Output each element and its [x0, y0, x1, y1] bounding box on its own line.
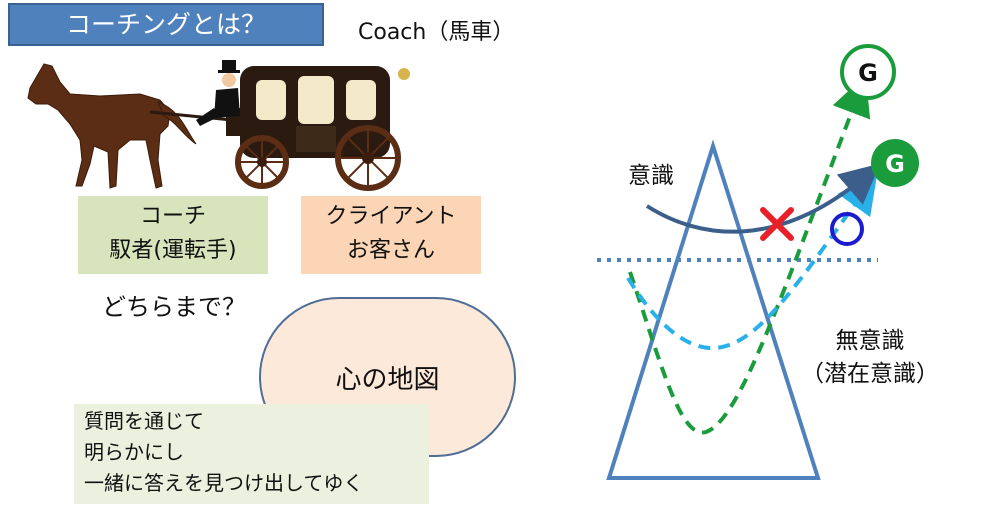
carriage-icon — [196, 60, 410, 191]
goal-circle-lower — [871, 139, 919, 187]
iceberg-triangle — [606, 139, 821, 480]
note-box: 質問を通じて 明らかにし 一緒に答えを見つけ出してゆく — [74, 404, 429, 504]
client-box-line1: クライアント — [325, 204, 457, 229]
client-box-line2: お客さん — [346, 238, 435, 263]
unconscious-line2: （潜在意識） — [801, 361, 939, 387]
goal-upper-label: G — [858, 59, 878, 87]
coach-label: Coach（馬車） — [358, 20, 515, 45]
note-line1: 質問を通じて — [84, 409, 204, 433]
goal-lower-label: G — [885, 150, 905, 178]
mind-map-label: 心の地図 — [335, 364, 440, 395]
note-line3: 一緒に答えを見つけ出してゆく — [84, 471, 364, 495]
blue-circle-mark — [830, 212, 864, 246]
page-title: コーチングとは？ — [8, 3, 324, 46]
coach-box-line2: 馭者(運転手) — [109, 238, 237, 263]
coach-box-line1: コーチ — [139, 204, 206, 229]
question-text: どちらまで？ — [102, 293, 246, 321]
note-line2: 明らかにし — [84, 440, 184, 464]
unconscious-label: 無意識 （潜在意識） — [790, 325, 950, 391]
conscious-label: 意識 — [628, 163, 674, 189]
blue-dashed-path — [626, 173, 878, 351]
goal-circle-upper — [840, 44, 896, 100]
coach-box: コーチ 馭者(運転手) — [78, 196, 268, 274]
client-box: クライアント お客さん — [301, 196, 481, 274]
harness-pole — [149, 110, 233, 122]
red-x-mark — [760, 207, 794, 241]
unconscious-line1: 無意識 — [835, 328, 905, 354]
conscious-arrow — [645, 163, 881, 234]
